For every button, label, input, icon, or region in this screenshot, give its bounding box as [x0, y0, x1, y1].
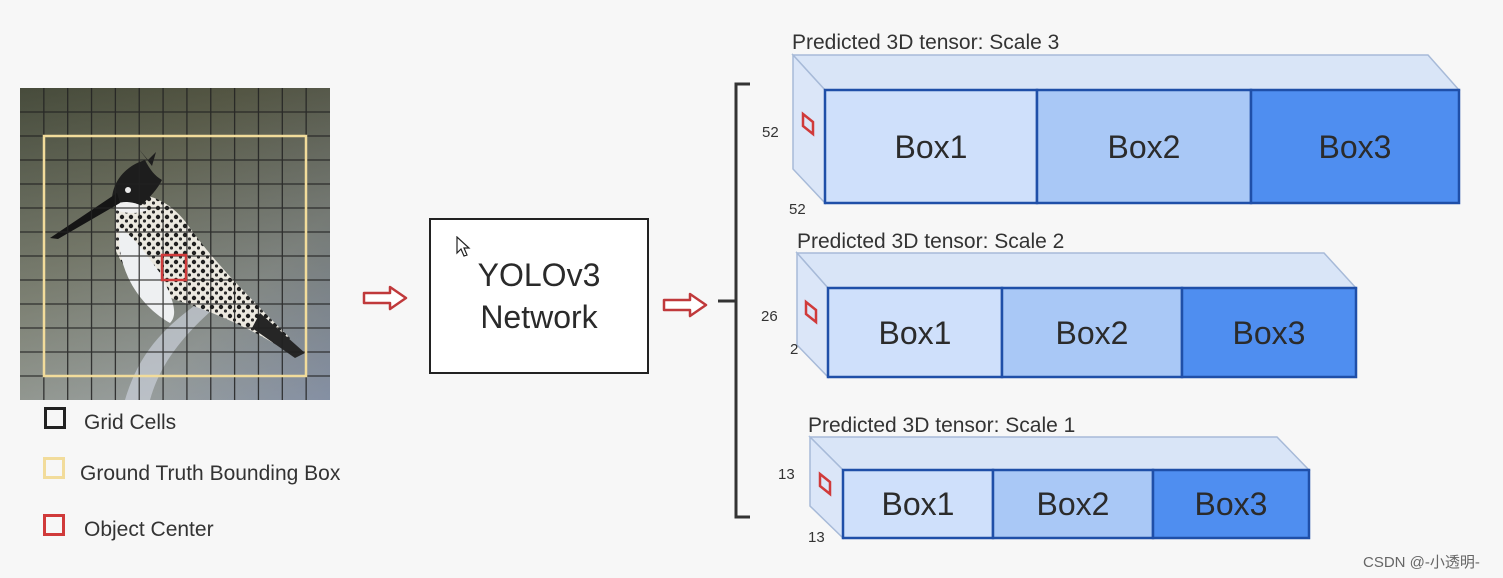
scale1-title: Predicted 3D tensor: Scale 1 [808, 414, 1076, 437]
ground-truth-legend-label: Ground Truth Bounding Box [80, 462, 341, 485]
tensor-scale2-box3 [1180, 286, 1358, 379]
scale2-dim-width: 2 [790, 341, 799, 358]
object-center-legend-swatch [43, 514, 65, 536]
scale2-dim-height: 26 [761, 308, 778, 325]
object-center-cell [160, 253, 188, 282]
tensor-scale3-box1 [823, 88, 1039, 205]
csdn-watermark: CSDN @-小透明- [1363, 554, 1480, 571]
tensor-scale1-box3-label: Box3 [1195, 486, 1268, 522]
arrow-network-to-tensors-icon [662, 292, 708, 318]
tensor-scale2-box2-label: Box2 [1056, 315, 1129, 351]
network-label-line2: Network [480, 299, 598, 335]
input-image [20, 88, 330, 400]
tensor-scale2-box3-label: Box3 [1233, 315, 1306, 351]
tensor-scale3-box3 [1249, 88, 1461, 205]
tensor-scale1-box1-label: Box1 [882, 486, 955, 522]
tensor-scale1-box2-label: Box2 [1037, 486, 1110, 522]
tensor-scale2-box1-label: Box1 [879, 315, 952, 351]
tensor-scale3-cell-marker [801, 111, 815, 137]
tensor-scale3: Box1 Box2 Box3 [791, 53, 1461, 205]
ground-truth-legend-swatch [43, 457, 65, 479]
arrow-image-to-network-icon [362, 285, 408, 311]
tensor-scale1-box2 [991, 468, 1155, 540]
object-center-legend-label: Object Center [84, 518, 214, 541]
scale2-title: Predicted 3D tensor: Scale 2 [797, 230, 1065, 253]
ground-truth-bounding-box [42, 134, 308, 378]
output-bracket [718, 82, 750, 519]
scale3-dim-width: 52 [789, 201, 806, 218]
tensor-scale3-box2-label: Box2 [1108, 129, 1181, 165]
network-label-line1: YOLOv3 [477, 257, 601, 293]
tensor-scale3-box2 [1035, 88, 1253, 205]
grid-cells-legend-label: Grid Cells [84, 411, 177, 434]
tensor-scale2: Box1 Box2 Box3 [795, 251, 1358, 379]
tensor-scale1-box3 [1151, 468, 1311, 540]
grid-cells-legend-swatch [44, 407, 66, 429]
scale3-dim-height: 52 [762, 124, 779, 141]
scale1-dim-width: 13 [808, 529, 825, 546]
tensor-scale2-cell-marker [804, 299, 818, 325]
tensor-scale1-box1 [841, 468, 995, 540]
tensor-scale1-cell-marker [818, 471, 832, 497]
mouse-cursor-icon [456, 236, 471, 257]
scale1-dim-height: 13 [778, 466, 795, 483]
yolov3-network-box: YOLOv3 Network [429, 218, 649, 374]
tensor-scale3-box3-label: Box3 [1319, 129, 1392, 165]
scale3-title: Predicted 3D tensor: Scale 3 [792, 31, 1060, 54]
tensor-scale1: Box1 Box2 Box3 [808, 435, 1311, 540]
tensor-scale3-box1-label: Box1 [895, 129, 968, 165]
tensor-scale2-box1 [826, 286, 1004, 379]
